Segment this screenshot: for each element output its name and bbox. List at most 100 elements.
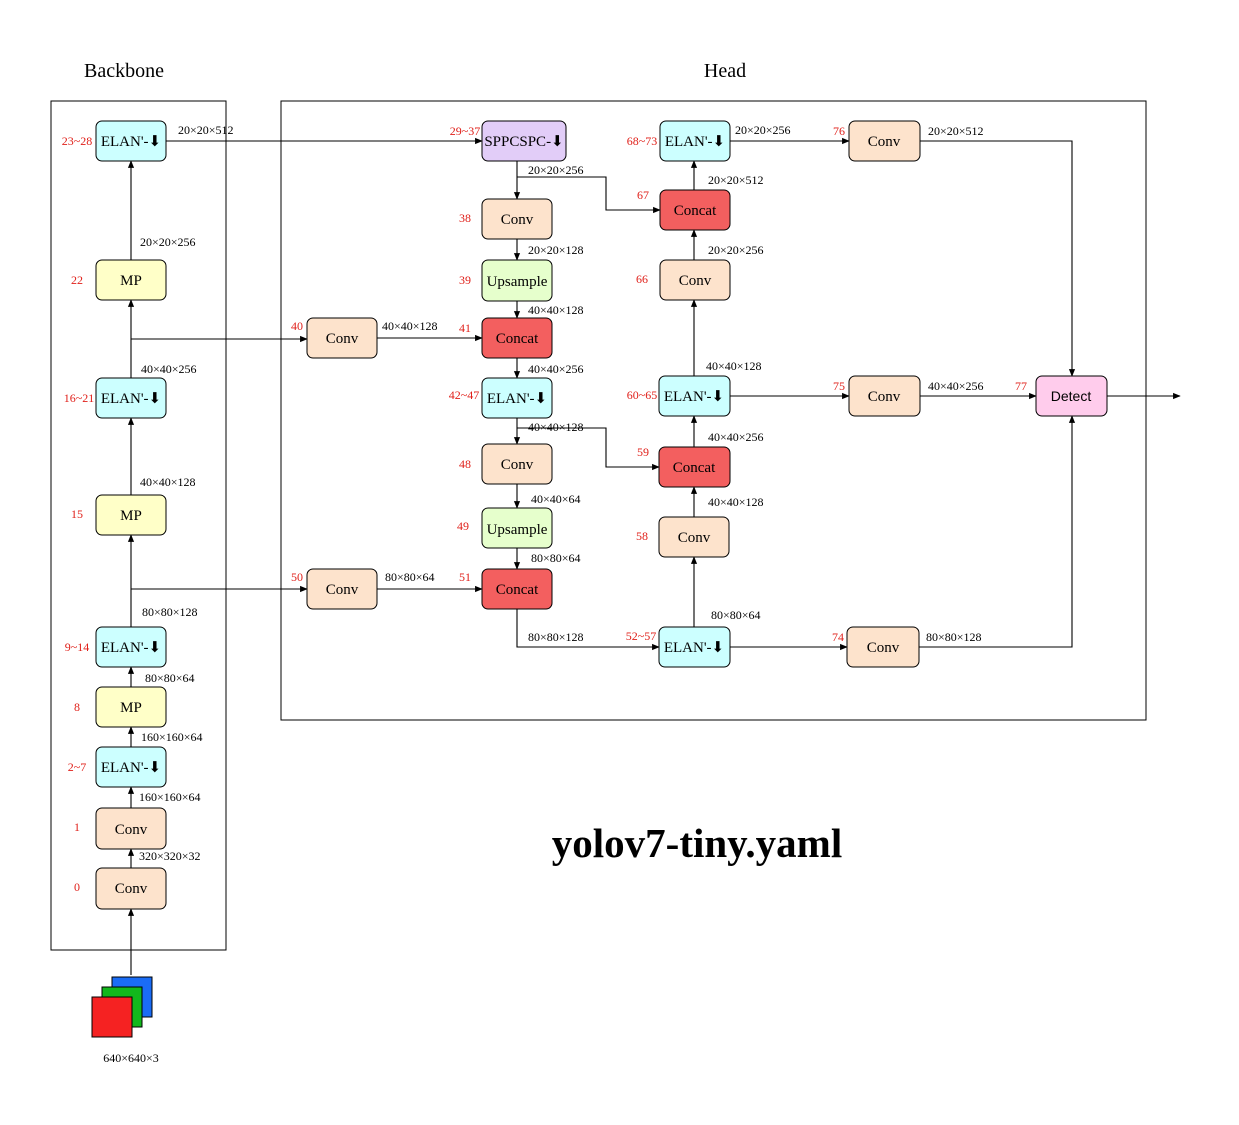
edge-42-59 — [517, 427, 660, 471]
node-42-label: ELAN'-⬇ — [487, 391, 547, 407]
node-51-label: Concat — [496, 582, 539, 598]
node-41-box — [481, 317, 553, 359]
node-40: Conv 40 — [291, 317, 378, 359]
node-29: SPPCSPC-⬇ 29~37 — [450, 120, 567, 162]
node-75-box — [848, 375, 921, 417]
node-2-box — [95, 746, 167, 788]
node-60-label: ELAN'-⬇ — [664, 389, 724, 405]
node-39: Upsample 39 — [459, 259, 553, 302]
node-23: ELAN'-⬇ 23~28 — [62, 120, 167, 162]
dim-label: 40×40×256 — [141, 362, 197, 376]
dim-label: 160×160×64 — [141, 730, 203, 744]
dim-label: 320×320×32 — [139, 849, 201, 863]
node-1-box — [95, 807, 167, 850]
input-image-stack: 640×640×3 — [91, 976, 159, 1065]
node-49-index: 49 — [457, 519, 469, 533]
dim-label: 40×40×128 — [382, 319, 438, 333]
node-49-label: Upsample — [487, 522, 548, 538]
diagram-title: yolov7-tiny.yaml — [552, 820, 842, 866]
edge-29-67 — [517, 176, 661, 214]
node-51: Concat 51 — [459, 568, 553, 610]
dim-label: 40×40×256 — [928, 379, 984, 393]
node-42-index: 42~47 — [449, 388, 480, 402]
node-68-label: ELAN'-⬇ — [665, 134, 725, 150]
node-41: Concat 41 — [459, 317, 553, 359]
node-48-index: 48 — [459, 457, 471, 471]
node-16: ELAN'-⬇ 16~21 — [64, 377, 167, 419]
node-41-index: 41 — [459, 321, 471, 335]
node-60-index: 60~65 — [627, 388, 658, 402]
head-title: Head — [704, 60, 746, 82]
edge-51-52 — [516, 609, 660, 651]
node-75: Conv 75 — [833, 375, 921, 417]
node-59: Concat 59 — [637, 445, 731, 488]
backbone-frame — [50, 100, 227, 951]
node-76-label: Conv — [868, 134, 901, 150]
node-67: Concat 67 — [637, 188, 731, 231]
node-42-box — [481, 377, 553, 419]
node-76-box — [848, 120, 921, 162]
node-39-index: 39 — [459, 273, 471, 287]
head-frame — [280, 100, 1147, 721]
node-15-index: 15 — [71, 507, 83, 521]
node-0-label: Conv — [115, 881, 148, 897]
node-40-label: Conv — [326, 331, 359, 347]
node-68-box — [659, 120, 731, 162]
node-50-index: 50 — [291, 570, 303, 584]
dim-label: 40×40×256 — [528, 362, 584, 376]
node-49-box — [481, 507, 553, 549]
node-0-box — [95, 867, 167, 910]
input-channel-red — [91, 996, 133, 1038]
node-60: ELAN'-⬇ 60~65 — [627, 375, 731, 417]
node-2-label: ELAN'-⬇ — [101, 760, 161, 776]
node-39-label: Upsample — [487, 274, 548, 290]
node-29-box — [481, 120, 567, 162]
dim-label: 40×40×128 — [528, 303, 584, 317]
node-48-label: Conv — [501, 457, 534, 473]
dim-label: 80×80×128 — [528, 630, 584, 644]
node-67-box — [659, 189, 731, 231]
node-58-box — [658, 516, 730, 558]
node-15-box — [95, 494, 167, 536]
node-29-index: 29~37 — [450, 124, 481, 138]
node-22-label: MP — [120, 273, 142, 289]
node-22-index: 22 — [71, 273, 83, 287]
node-66-label: Conv — [679, 273, 712, 289]
edge-74-77 — [919, 415, 1076, 648]
node-9-label: ELAN'-⬇ — [101, 640, 161, 656]
dim-label: 20×20×256 — [528, 163, 584, 177]
node-15: MP 15 — [71, 494, 167, 536]
node-40-index: 40 — [291, 319, 303, 333]
node-50: Conv 50 — [291, 568, 378, 610]
node-77: Detect 77 — [1015, 375, 1108, 417]
node-8-index: 8 — [74, 700, 80, 714]
node-48-box — [481, 443, 553, 485]
node-52-box — [658, 626, 731, 668]
node-38-box — [481, 198, 553, 240]
node-16-index: 16~21 — [64, 391, 95, 405]
node-59-index: 59 — [637, 445, 649, 459]
node-67-index: 67 — [637, 188, 649, 202]
node-41-label: Concat — [496, 331, 539, 347]
node-22: MP 22 — [71, 259, 167, 301]
node-39-box — [481, 259, 553, 302]
dim-label: 20×20×256 — [708, 243, 764, 257]
node-50-box — [306, 568, 378, 610]
node-58-index: 58 — [636, 529, 648, 543]
node-77-box — [1035, 375, 1108, 417]
dim-label: 80×80×128 — [142, 605, 198, 619]
node-58: Conv 58 — [636, 516, 730, 558]
node-23-label: ELAN'-⬇ — [101, 134, 161, 150]
node-59-label: Concat — [673, 460, 716, 476]
node-59-box — [658, 446, 731, 488]
node-66: Conv 66 — [636, 259, 731, 301]
node-9-box — [95, 626, 167, 668]
node-58-label: Conv — [678, 530, 711, 546]
node-42: ELAN'-⬇ 42~47 — [449, 377, 553, 419]
backbone-title: Backbone — [84, 60, 164, 82]
dim-label: 80×80×64 — [531, 551, 581, 565]
node-9: ELAN'-⬇ 9~14 — [65, 626, 167, 668]
node-75-index: 75 — [833, 379, 845, 393]
node-38: Conv 38 — [459, 198, 553, 240]
